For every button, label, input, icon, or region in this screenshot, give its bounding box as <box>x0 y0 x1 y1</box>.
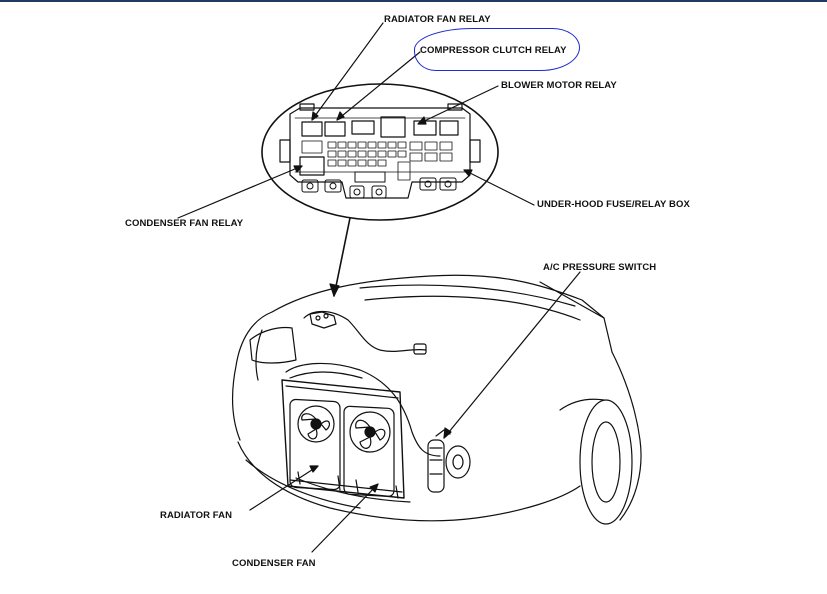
leader-radiator-fan-relay <box>311 22 384 121</box>
car-right-fender <box>611 351 642 521</box>
label-condenser-fan-relay: CONDENSER FAN RELAY <box>125 218 244 229</box>
leader-radiator-fan <box>249 465 319 511</box>
inset-pointer-line <box>333 217 351 297</box>
label-radiator-fan: RADIATOR FAN <box>160 510 233 521</box>
front-wheel <box>579 399 633 525</box>
car-bumper <box>237 441 581 522</box>
leader-blower-motor-relay <box>417 85 499 125</box>
label-under-hood-box: UNDER-HOOD FUSE/RELAY BOX <box>537 199 690 210</box>
leader-ac-pressure-switch <box>443 271 581 439</box>
leader-condenser-fan-relay <box>177 165 303 219</box>
relay-radiator-fan <box>301 121 323 137</box>
leader-under-hood-box <box>463 169 535 206</box>
label-radiator-fan-relay: RADIATOR FAN RELAY <box>384 14 491 25</box>
radiator-frame <box>281 379 405 499</box>
radiator-fan-blades <box>297 405 335 443</box>
ac-compressor <box>427 429 471 493</box>
leader-compressor-clutch-relay <box>336 51 421 121</box>
condenser-fan-blades <box>349 411 391 453</box>
label-compressor-clutch-relay: COMPRESSOR CLUTCH RELAY <box>420 45 567 56</box>
wiring-harness <box>303 310 427 353</box>
relay-compressor-clutch <box>324 121 346 137</box>
leader-condenser-fan <box>311 483 379 553</box>
top-frame-line <box>0 0 827 2</box>
car-front-left <box>231 311 273 441</box>
label-condenser-fan: CONDENSER FAN <box>232 558 316 569</box>
ac-line <box>285 362 441 457</box>
label-ac-pressure-switch: A/C PRESSURE SWITCH <box>543 262 657 273</box>
car-hood <box>271 274 605 319</box>
headlight <box>249 326 297 364</box>
highlight-ellipse <box>414 28 580 71</box>
label-blower-motor-relay: BLOWER MOTOR RELAY <box>501 80 617 91</box>
